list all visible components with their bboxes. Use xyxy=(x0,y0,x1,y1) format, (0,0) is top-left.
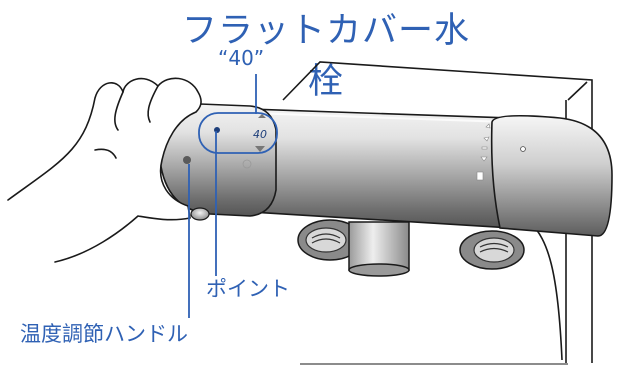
point-label: ポイント xyxy=(206,277,290,301)
temperature-handle-label: 温度調節ハンドル xyxy=(20,322,188,346)
spout xyxy=(348,221,410,277)
callout-lines xyxy=(188,74,257,318)
left-fitting xyxy=(297,219,363,261)
faucet-body xyxy=(217,107,613,237)
right-fitting xyxy=(459,230,525,270)
dial-scale: 40 xyxy=(253,114,267,152)
page-title: フラットカバー水栓 xyxy=(181,11,470,102)
hand-illustration xyxy=(7,77,202,263)
dial-value: 40 xyxy=(253,128,267,141)
temperature-value-callout: “40” xyxy=(218,46,265,70)
